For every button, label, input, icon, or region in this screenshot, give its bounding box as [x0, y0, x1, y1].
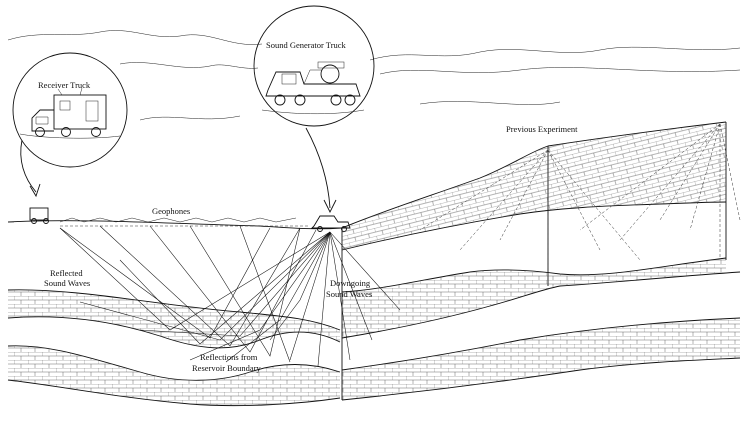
geophones-label: Geophones: [152, 206, 190, 216]
vibrator-truck-icon: [261, 61, 365, 115]
box-truck-icon: [19, 87, 121, 139]
reflected-label-line1: Reflected: [50, 268, 83, 278]
reflected-label-line2: Sound Waves: [44, 278, 90, 288]
reflections-label-line2: Reservoir Boundary: [192, 363, 261, 373]
sound-generator-truck-label: Sound Generator Truck: [266, 40, 347, 50]
receiver-truck-circle: [12, 52, 128, 168]
previous-experiment-label: Previous Experiment: [506, 124, 578, 134]
strata-left: [7, 289, 341, 407]
sound-generator-truck-callout: [253, 5, 375, 214]
downgoing-label-line1: Downgoing: [330, 278, 371, 288]
field-sound-truck: [310, 215, 351, 229]
sound-wave-rays: [59, 225, 401, 367]
left-terrain: [7, 207, 351, 232]
field-receiver-truck: [29, 207, 49, 221]
sound-generator-truck-circle: [253, 5, 375, 127]
labels: Receiver Truck Sound Generator Truck Geo…: [38, 40, 578, 373]
mountain-skyline: [7, 30, 741, 121]
receiver-truck-callout: [12, 52, 128, 198]
hill-block: [341, 121, 741, 401]
reflections-label-line1: Reflections from: [200, 352, 258, 362]
downgoing-label-line2: Sound Waves: [326, 289, 372, 299]
receiver-truck-label: Receiver Truck: [38, 80, 91, 90]
